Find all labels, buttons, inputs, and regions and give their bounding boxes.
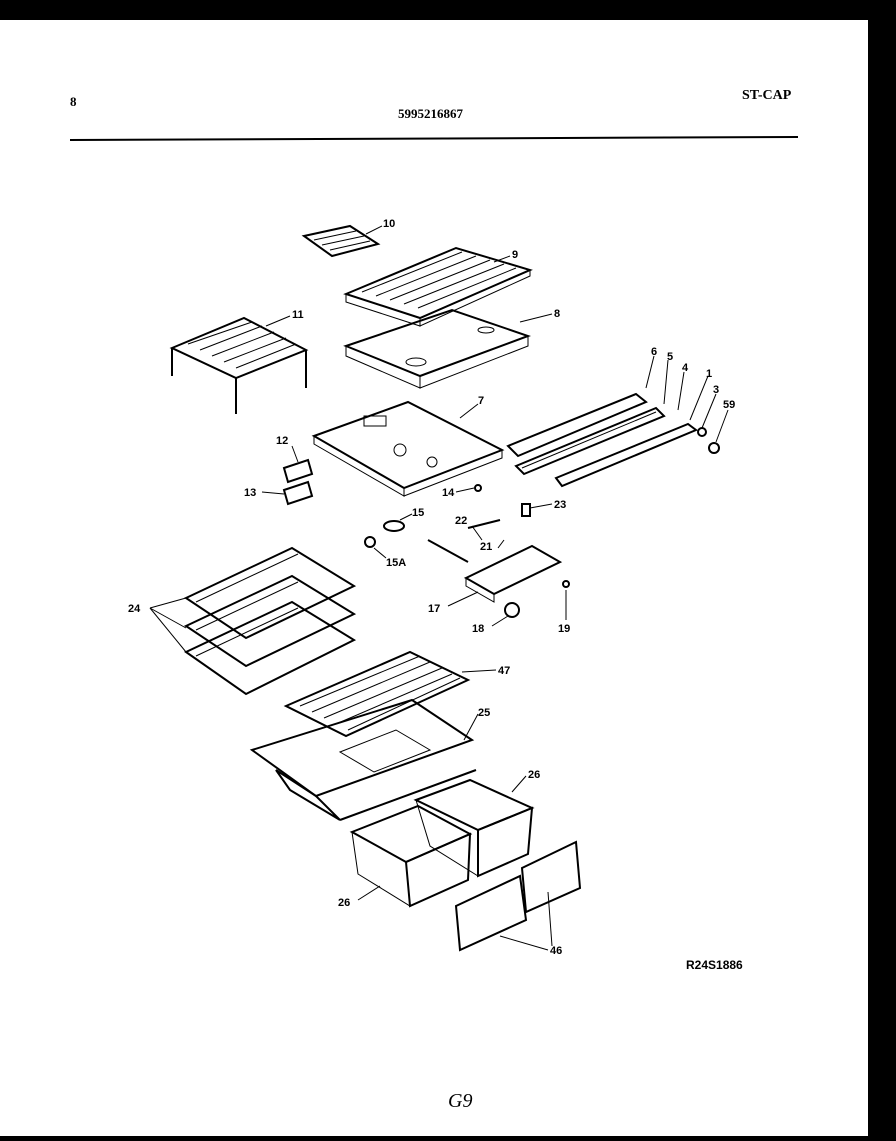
part-crisper-frame <box>249 698 477 821</box>
callout-11: 11 <box>292 309 304 321</box>
callout-8: 8 <box>554 308 560 320</box>
part-screw-14 <box>474 484 482 492</box>
section-code: ST-CAP <box>742 88 792 103</box>
callout-47: 47 <box>498 665 510 677</box>
callout-13: 13 <box>244 487 256 499</box>
part-crisper-pan-left <box>349 804 473 908</box>
part-crisper-pan-right <box>413 778 535 878</box>
part-side-rails <box>506 392 698 488</box>
callout-22: 22 <box>455 515 467 527</box>
callout-14: 14 <box>442 487 455 499</box>
callout-15a: 15A <box>386 557 406 569</box>
callout-12: 12 <box>276 435 288 447</box>
callout-46: 46 <box>550 945 562 957</box>
callout-7: 7 <box>478 395 484 407</box>
part-number: 5995216867 <box>398 106 463 121</box>
callout-21: 21 <box>480 541 492 553</box>
leader-lines <box>149 225 729 951</box>
part-brackets <box>282 458 314 506</box>
callout-1: 1 <box>706 368 712 380</box>
diagram-reference-code: R24S1886 <box>686 958 743 972</box>
callout-24: 24 <box>128 603 141 615</box>
part-main-shelf <box>311 400 505 497</box>
callout-17: 17 <box>428 603 440 615</box>
callout-23: 23 <box>554 499 566 511</box>
part-light-socket <box>364 520 405 548</box>
callout-26-left: 26 <box>338 897 350 909</box>
paper <box>0 20 868 1136</box>
callout-19: 19 <box>558 623 570 635</box>
part-top-shelf <box>343 246 533 327</box>
handwritten-page-mark: G9 <box>448 1090 473 1112</box>
callout-9: 9 <box>512 249 518 261</box>
callout-4: 4 <box>682 362 689 374</box>
header-rule <box>69 136 799 141</box>
callout-5: 5 <box>667 351 673 363</box>
part-grille <box>301 224 381 258</box>
part-wire-rack <box>169 316 309 414</box>
callout-26-right: 26 <box>528 769 540 781</box>
part-glass-shelves <box>183 546 357 696</box>
part-pan-fronts <box>454 840 582 952</box>
callout-3: 3 <box>713 384 719 396</box>
callout-10: 10 <box>383 218 395 230</box>
page-number: 8 <box>70 94 77 109</box>
part-screw <box>708 442 720 454</box>
part-control-assembly <box>427 503 570 618</box>
callout-6: 6 <box>651 346 657 358</box>
callout-59: 59 <box>723 399 735 411</box>
part-shelf-frame <box>343 308 531 389</box>
callout-25: 25 <box>478 707 490 719</box>
callout-18: 18 <box>472 623 484 635</box>
callout-15: 15 <box>412 507 424 519</box>
